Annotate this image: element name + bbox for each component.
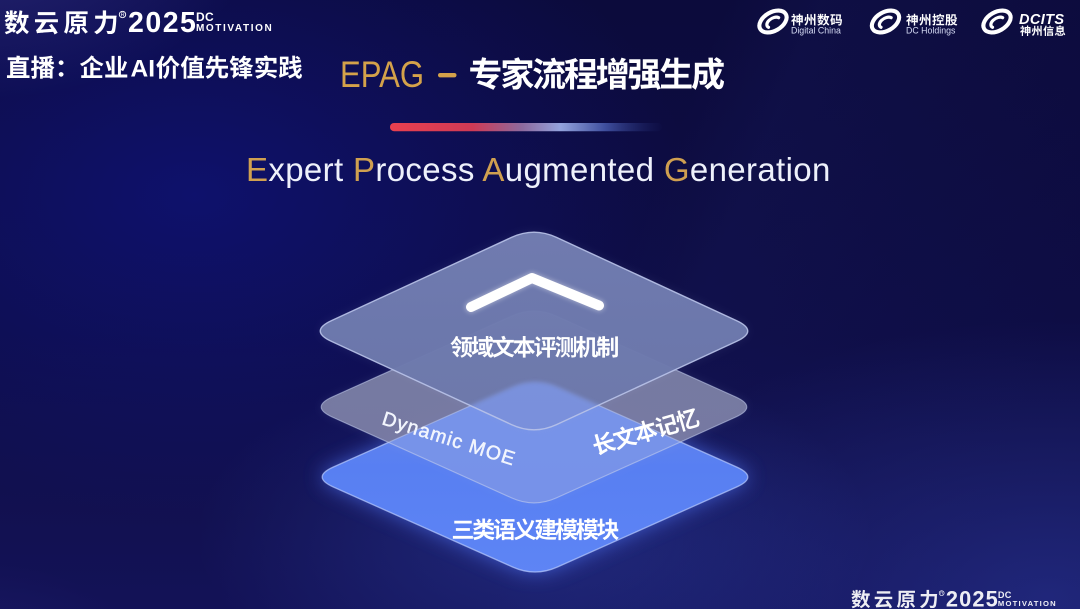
- svg-text:EPAG: EPAG: [340, 55, 424, 96]
- svg-text:R: R: [121, 13, 125, 19]
- svg-text:2025: 2025: [128, 7, 197, 39]
- svg-text:R: R: [940, 591, 943, 596]
- svg-text:DC Holdings: DC Holdings: [906, 26, 956, 36]
- svg-text:Expert Process Augmented Gener: Expert Process Augmented Generation: [246, 151, 831, 188]
- svg-text:Digital China: Digital China: [791, 26, 841, 36]
- svg-text:DCITS: DCITS: [1019, 12, 1065, 28]
- svg-text:DC: DC: [998, 590, 1012, 600]
- svg-text:DC: DC: [196, 10, 214, 24]
- svg-text:2025: 2025: [946, 587, 999, 609]
- svg-text:MOTIVATION: MOTIVATION: [196, 23, 273, 34]
- svg-text:MOTIVATION: MOTIVATION: [998, 599, 1057, 608]
- svg-text:AI: AI: [131, 56, 156, 83]
